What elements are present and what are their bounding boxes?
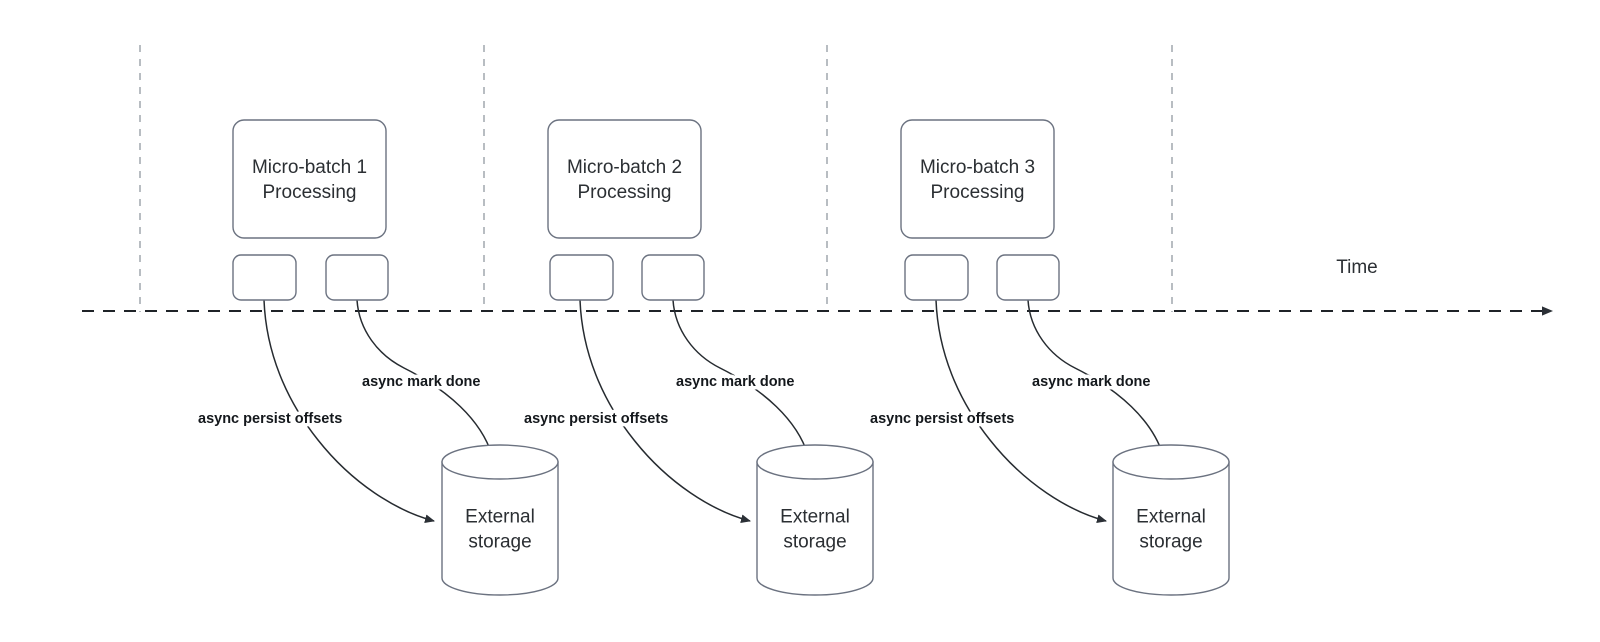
micro-batch-box[interactable]: [547, 119, 702, 239]
cylinder-body: [756, 461, 874, 596]
async-mark-done-arrow: [1027, 299, 1165, 456]
async-mark-done-arrow: [672, 299, 810, 456]
storage-label-line2: storage: [1139, 532, 1202, 553]
task-box-persist[interactable]: [549, 254, 614, 301]
external-storage-cylinder[interactable]: External storage: [1112, 444, 1230, 596]
micro-batch-label-line1: Micro-batch 2: [567, 157, 682, 178]
time-axis-label: Time: [1336, 257, 1378, 278]
micro-batch-label-line2: Processing: [263, 182, 357, 203]
async-persist-offsets-arrow: [935, 299, 1107, 523]
micro-batch-label-line1: Micro-batch 3: [920, 157, 1035, 178]
async-persist-offsets-label: async persist offsets: [198, 411, 342, 427]
storage-label-line1: External: [780, 507, 850, 528]
micro-batch-label-line2: Processing: [578, 182, 672, 203]
async-mark-done-arrow: [356, 299, 494, 456]
async-mark-done-label: async mark done: [362, 374, 480, 390]
storage-label-line1: External: [1136, 507, 1206, 528]
async-mark-done-label: async mark done: [676, 374, 794, 390]
edges: [263, 299, 1165, 523]
external-storage-cylinder[interactable]: External storage: [756, 444, 874, 596]
async-persist-offsets-arrow: [263, 299, 435, 523]
async-mark-done-label-halo: async mark done: [676, 374, 794, 390]
task-box-persist[interactable]: [232, 254, 297, 301]
cylinder-top-ellipse: [756, 444, 874, 480]
cylinder-body: [441, 461, 559, 596]
micro-batch-box[interactable]: [232, 119, 387, 239]
storage-label-line2: storage: [783, 532, 846, 553]
async-persist-offsets-label: async persist offsets: [524, 411, 668, 427]
external-storage-cylinder[interactable]: External storage: [441, 444, 559, 596]
time-axis: Time: [82, 257, 1553, 316]
task-box-mark[interactable]: [325, 254, 389, 301]
task-box-persist[interactable]: [904, 254, 969, 301]
async-persist-offsets-label: async persist offsets: [870, 411, 1014, 427]
async-mark-done-label-halo: async mark done: [1032, 374, 1150, 390]
cylinder-top-ellipse: [441, 444, 559, 480]
micro-batch-label-line2: Processing: [931, 182, 1025, 203]
async-persist-offsets-arrow: [579, 299, 751, 523]
async-mark-done-label-halo: async mark done: [362, 374, 480, 390]
micro-batch-box[interactable]: [900, 119, 1055, 239]
storage-label-line2: storage: [468, 532, 531, 553]
batch-boundaries: [139, 45, 1173, 312]
edge-labels: async persist offsets async persist offse…: [195, 371, 1154, 431]
task-box-mark[interactable]: [996, 254, 1060, 301]
async-persist-offsets-label-halo: async persist offsets: [198, 411, 342, 427]
cylinder-top-ellipse: [1112, 444, 1230, 480]
storage-label-line1: External: [465, 507, 535, 528]
task-box-mark[interactable]: [641, 254, 705, 301]
cylinder-body: [1112, 461, 1230, 596]
micro-batch-label-line1: Micro-batch 1: [252, 157, 367, 178]
async-mark-done-label: async mark done: [1032, 374, 1150, 390]
async-persist-offsets-label-halo: async persist offsets: [524, 411, 668, 427]
async-persist-offsets-label-halo: async persist offsets: [870, 411, 1014, 427]
